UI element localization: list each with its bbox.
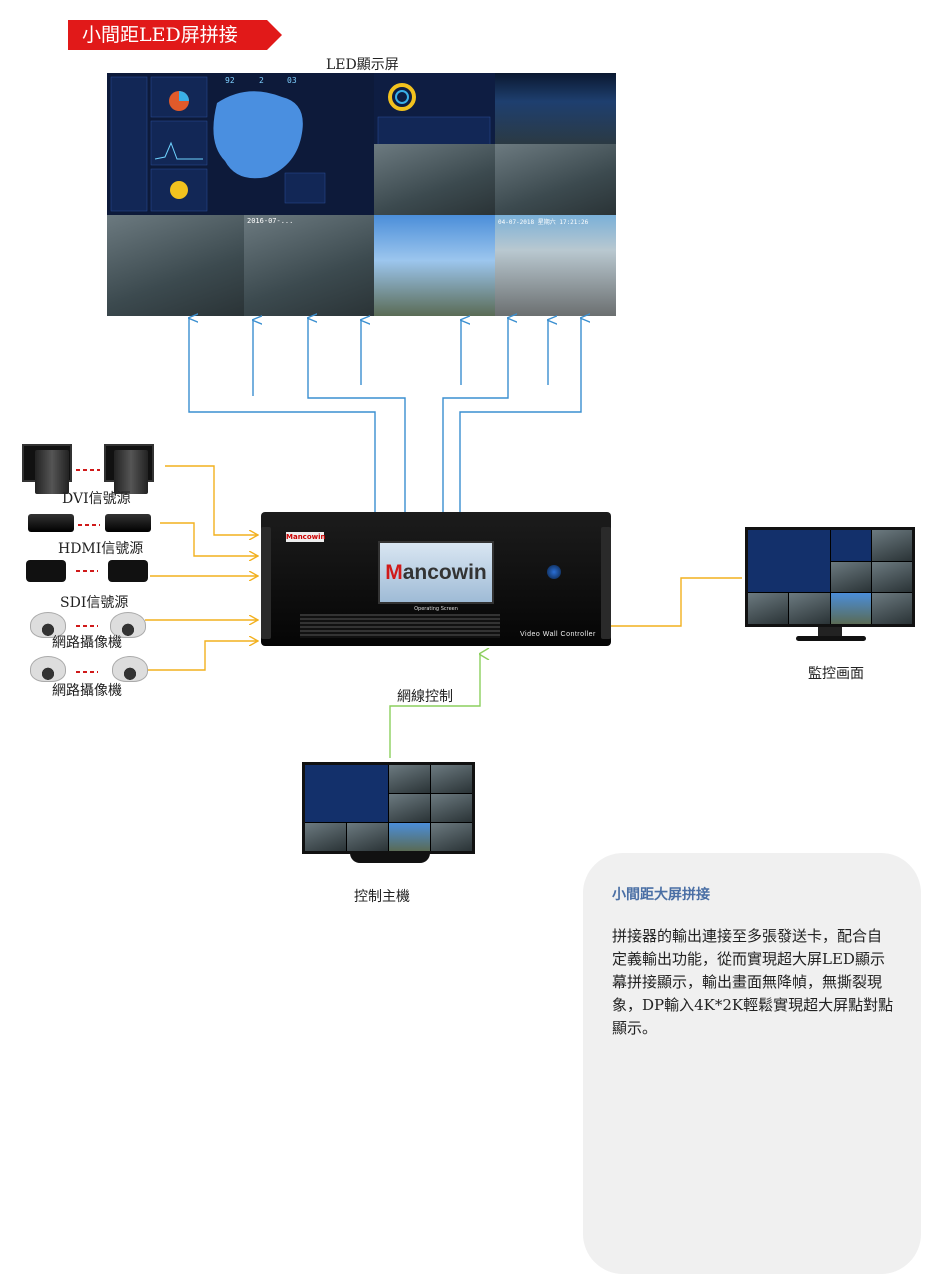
wall-cam-crossing xyxy=(107,215,244,316)
wall-dashboard-map-tile: 92 2 03 xyxy=(107,73,374,215)
source-label-dvi: DVI信號源 xyxy=(62,491,131,507)
output-lines xyxy=(189,318,581,512)
wall-cam-bridge xyxy=(495,73,616,144)
source-label-ip-cam-1: 網路攝像機 xyxy=(52,635,122,651)
title-banner: 小間距LED屏拼接 xyxy=(68,20,282,50)
power-knob-icon xyxy=(547,565,561,579)
description-card xyxy=(583,853,921,1274)
controller-left-handle xyxy=(261,527,271,639)
set-top-box-icon xyxy=(28,514,74,532)
dash-number-3: 03 xyxy=(287,76,297,85)
controller-brand-label: Mancowin xyxy=(286,532,326,542)
dome-camera-icon xyxy=(30,656,66,682)
dash-number-1: 92 xyxy=(225,76,235,85)
dome-camera-icon xyxy=(30,612,66,638)
monitor-label: 監控画面 xyxy=(808,666,864,682)
dome-camera-icon xyxy=(112,656,148,682)
screen-brand-rest: ancowin xyxy=(402,560,487,584)
wall-cam-street-2 xyxy=(495,144,616,215)
wall-cam-highway: 04-07-2018 星期六 17:21:26 xyxy=(495,215,616,316)
screen-brand-m: M xyxy=(385,560,403,584)
china-map-dashboard xyxy=(110,76,326,212)
camcorder-icon xyxy=(108,560,148,582)
network-line xyxy=(389,654,480,758)
pc-tower-icon xyxy=(114,450,148,494)
monitor-stand xyxy=(818,627,842,637)
input-lines xyxy=(145,465,742,671)
cam-timestamp-2: 04-07-2018 星期六 17:21:26 xyxy=(498,219,589,226)
operating-screen-caption: Operating Screen xyxy=(414,606,458,612)
control-host-label: 控制主機 xyxy=(354,889,410,905)
description-title: 小間距大屏拼接 xyxy=(612,887,710,903)
device-dash-links xyxy=(76,469,100,673)
camcorder-icon xyxy=(26,560,66,582)
dome-camera-icon xyxy=(110,612,146,638)
pc-tower-icon xyxy=(35,450,69,494)
cam-timestamp-1: 2016-07-... xyxy=(247,217,294,225)
source-label-ip-cam-2: 網路攝像機 xyxy=(52,683,122,699)
led-display-label: LED顯示屏 xyxy=(326,57,399,73)
set-top-box-icon xyxy=(105,514,151,532)
control-host-screen xyxy=(302,762,475,854)
monitor-base xyxy=(796,636,866,641)
dash-number-2: 2 xyxy=(259,76,264,85)
led-video-wall: 92 2 03 2016-07-... 04-07-2018 星期六 17:21… xyxy=(107,73,616,316)
monitor-screen xyxy=(745,527,915,627)
controller-right-handle xyxy=(601,527,611,639)
controller-vent-grille xyxy=(300,614,500,638)
wall-cam-traffic xyxy=(374,144,495,215)
wall-cam-signal-pole xyxy=(374,215,495,316)
wall-cam-truck: 2016-07-... xyxy=(244,215,374,316)
source-label-sdi: SDI信號源 xyxy=(60,595,129,611)
control-host-base xyxy=(350,853,430,863)
description-body: 拼接器的輸出連接至多張發送卡，配合自定義輸出功能，從而實現超大屏LED顯示幕拼接… xyxy=(612,927,894,1037)
source-label-hdmi: HDMI信號源 xyxy=(58,541,144,557)
controller-model-text: Video Wall Controller xyxy=(520,631,596,638)
network-control-label: 網線控制 xyxy=(397,689,453,705)
